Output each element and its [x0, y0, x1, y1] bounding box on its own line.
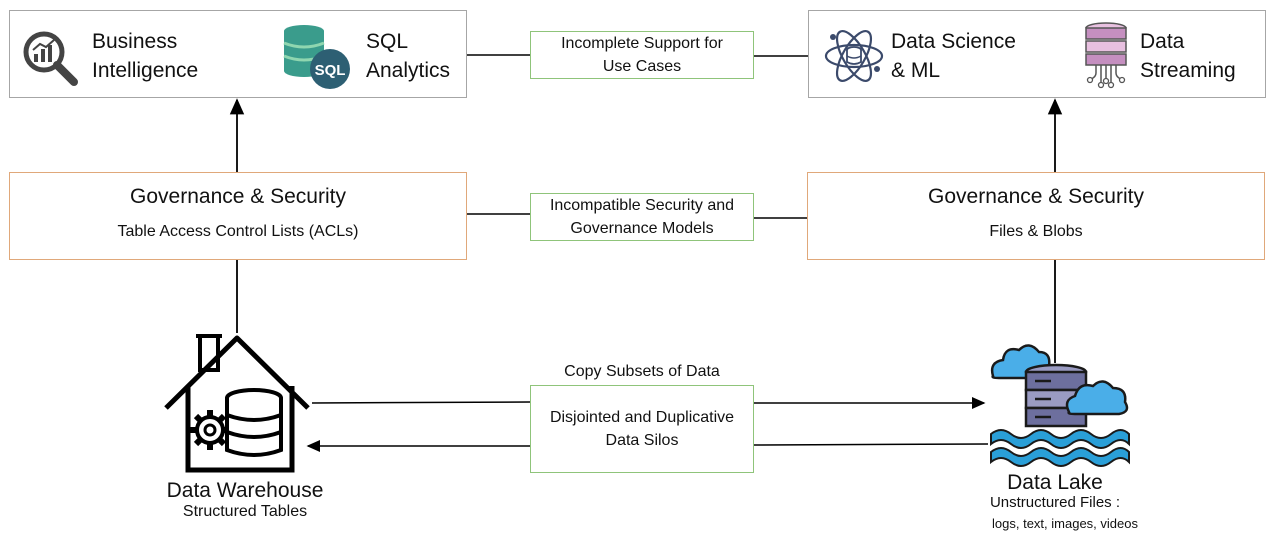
issue-incomplete-support: Incomplete Support for Use Cases [530, 31, 754, 79]
copy-subsets-caption: Copy Subsets of Data [564, 363, 720, 380]
consumers-left-box: Business Intelligence SQL SQL Analytics [9, 10, 467, 98]
governance-right-title: Governance & Security [928, 185, 1144, 208]
lake-subtitle-line1: Unstructured Files : [989, 494, 1121, 511]
magnifier-chart-icon [20, 28, 80, 93]
warehouse-subtitle: Structured Tables [182, 503, 308, 520]
governance-right-box: Governance & Security Files & Blobs [807, 172, 1265, 260]
warehouse-house-icon [160, 332, 315, 479]
data-lake-icon [985, 338, 1135, 473]
sql-badge-text: SQL [315, 62, 346, 79]
governance-left-subtitle: Table Access Control Lists (ACLs) [117, 223, 359, 240]
streaming-database-icon [1079, 21, 1133, 98]
ds-ml-label: Data Science & ML [891, 30, 1016, 82]
governance-left-title: Governance & Security [130, 185, 346, 208]
lake-subtitle-line2: logs, text, images, videos [992, 516, 1138, 531]
line-warehouse-to-silos [311, 401, 531, 404]
warehouse-title: Data Warehouse [166, 479, 324, 502]
consumers-right-box: Data Science & ML Data Streaming [808, 10, 1266, 98]
sql-database-icon: SQL [282, 23, 352, 96]
governance-left-box: Governance & Security Table Access Contr… [9, 172, 467, 260]
sql-analytics-label: SQL Analytics [366, 30, 451, 82]
issue-incompatible-security: Incompatible Security and Governance Mod… [530, 193, 754, 241]
lake-title: Data Lake [1007, 471, 1103, 494]
governance-right-subtitle: Files & Blobs [989, 223, 1083, 240]
line-lake-to-silos [752, 443, 989, 446]
atom-database-icon [823, 25, 885, 92]
streaming-label: Data Streaming [1140, 30, 1236, 82]
issue-disjointed-silos: Disjointed and Duplicative Data Silos [530, 385, 754, 473]
bi-label: Business Intelligence [92, 30, 199, 82]
